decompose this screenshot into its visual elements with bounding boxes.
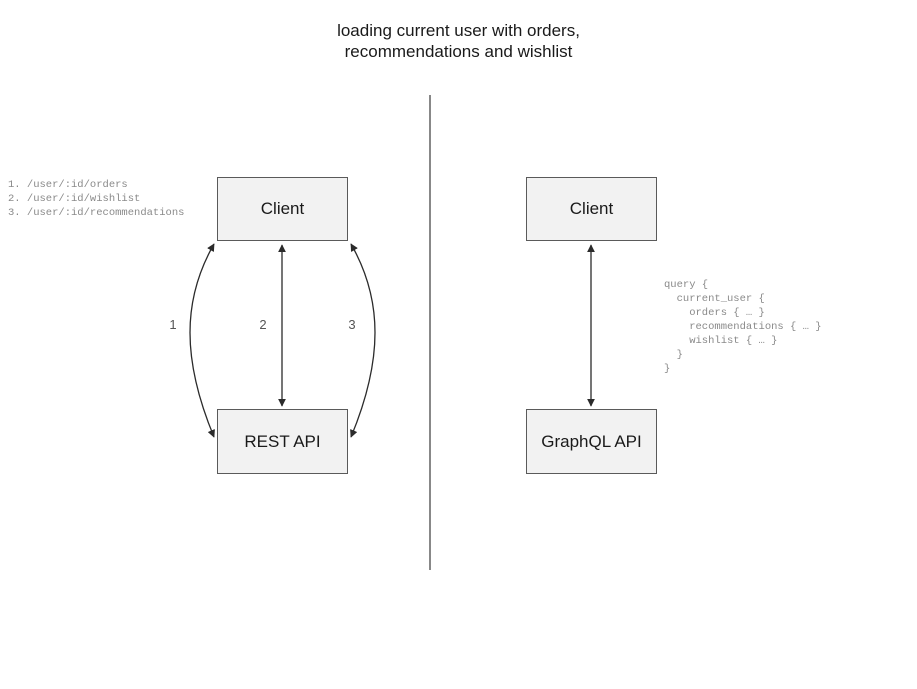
node-graphql-api[interactable]: GraphQL API (526, 409, 657, 474)
graphql-query-note: query { current_user { orders { … } reco… (664, 279, 822, 375)
edge-label-1: 1 (169, 317, 177, 332)
edge-label-2: 2 (259, 317, 267, 332)
node-client-graphql[interactable]: Client (526, 177, 657, 241)
node-client-rest[interactable]: Client (217, 177, 348, 241)
node-rest-api[interactable]: REST API (217, 409, 348, 474)
rest-endpoint-list: 1. /user/:id/orders 2. /user/:id/wishlis… (8, 179, 185, 219)
edge-rest-1 (189, 243, 215, 438)
edge-rest-3 (350, 243, 376, 438)
page-title: loading current user with orders, recomm… (337, 21, 580, 61)
edge-label-3: 3 (348, 317, 356, 332)
